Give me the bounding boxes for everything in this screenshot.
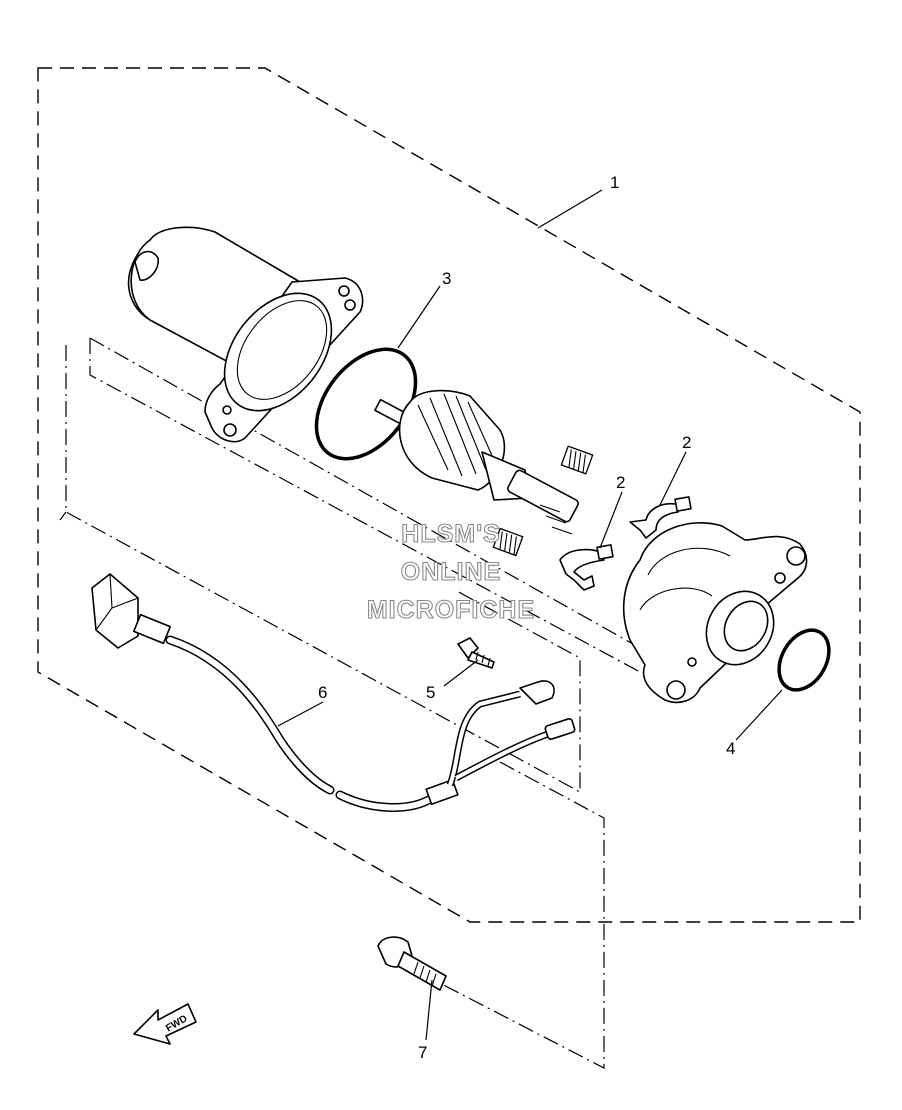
watermark-line-1: HLSM'S [401, 520, 500, 548]
callout-7: 7 [418, 1043, 427, 1062]
o-ring-small [777, 628, 831, 692]
brush-upper [629, 496, 692, 539]
callout-6: 6 [318, 683, 327, 702]
o-ring-large [314, 347, 418, 461]
motor-yoke [127, 226, 364, 443]
callout-2-upper: 2 [682, 433, 691, 452]
armature [374, 389, 579, 535]
watermark-line-3: MICROFICHE [367, 596, 535, 624]
brush-spring-upper [560, 445, 594, 475]
watermark: HLSM'S ONLINE MICROFICHE [366, 519, 535, 624]
callout-5: 5 [426, 683, 435, 702]
callout-2-lower: 2 [616, 473, 625, 492]
assembly-outline [37, 67, 861, 923]
callout-1: 1 [610, 173, 619, 192]
callout-4: 4 [726, 739, 735, 758]
callout-3: 3 [442, 269, 451, 288]
bolt [377, 936, 447, 991]
fwd-arrow-icon: FWD [133, 1003, 197, 1045]
watermark-line-2: ONLINE [401, 558, 501, 586]
lead-wire [91, 573, 576, 812]
leader-lines [277, 189, 783, 1041]
end-cover [622, 522, 808, 704]
subassembly-outline [59, 337, 641, 1069]
screw [457, 637, 495, 669]
brush-lower [559, 544, 614, 591]
brush-spring-lower [492, 527, 524, 557]
